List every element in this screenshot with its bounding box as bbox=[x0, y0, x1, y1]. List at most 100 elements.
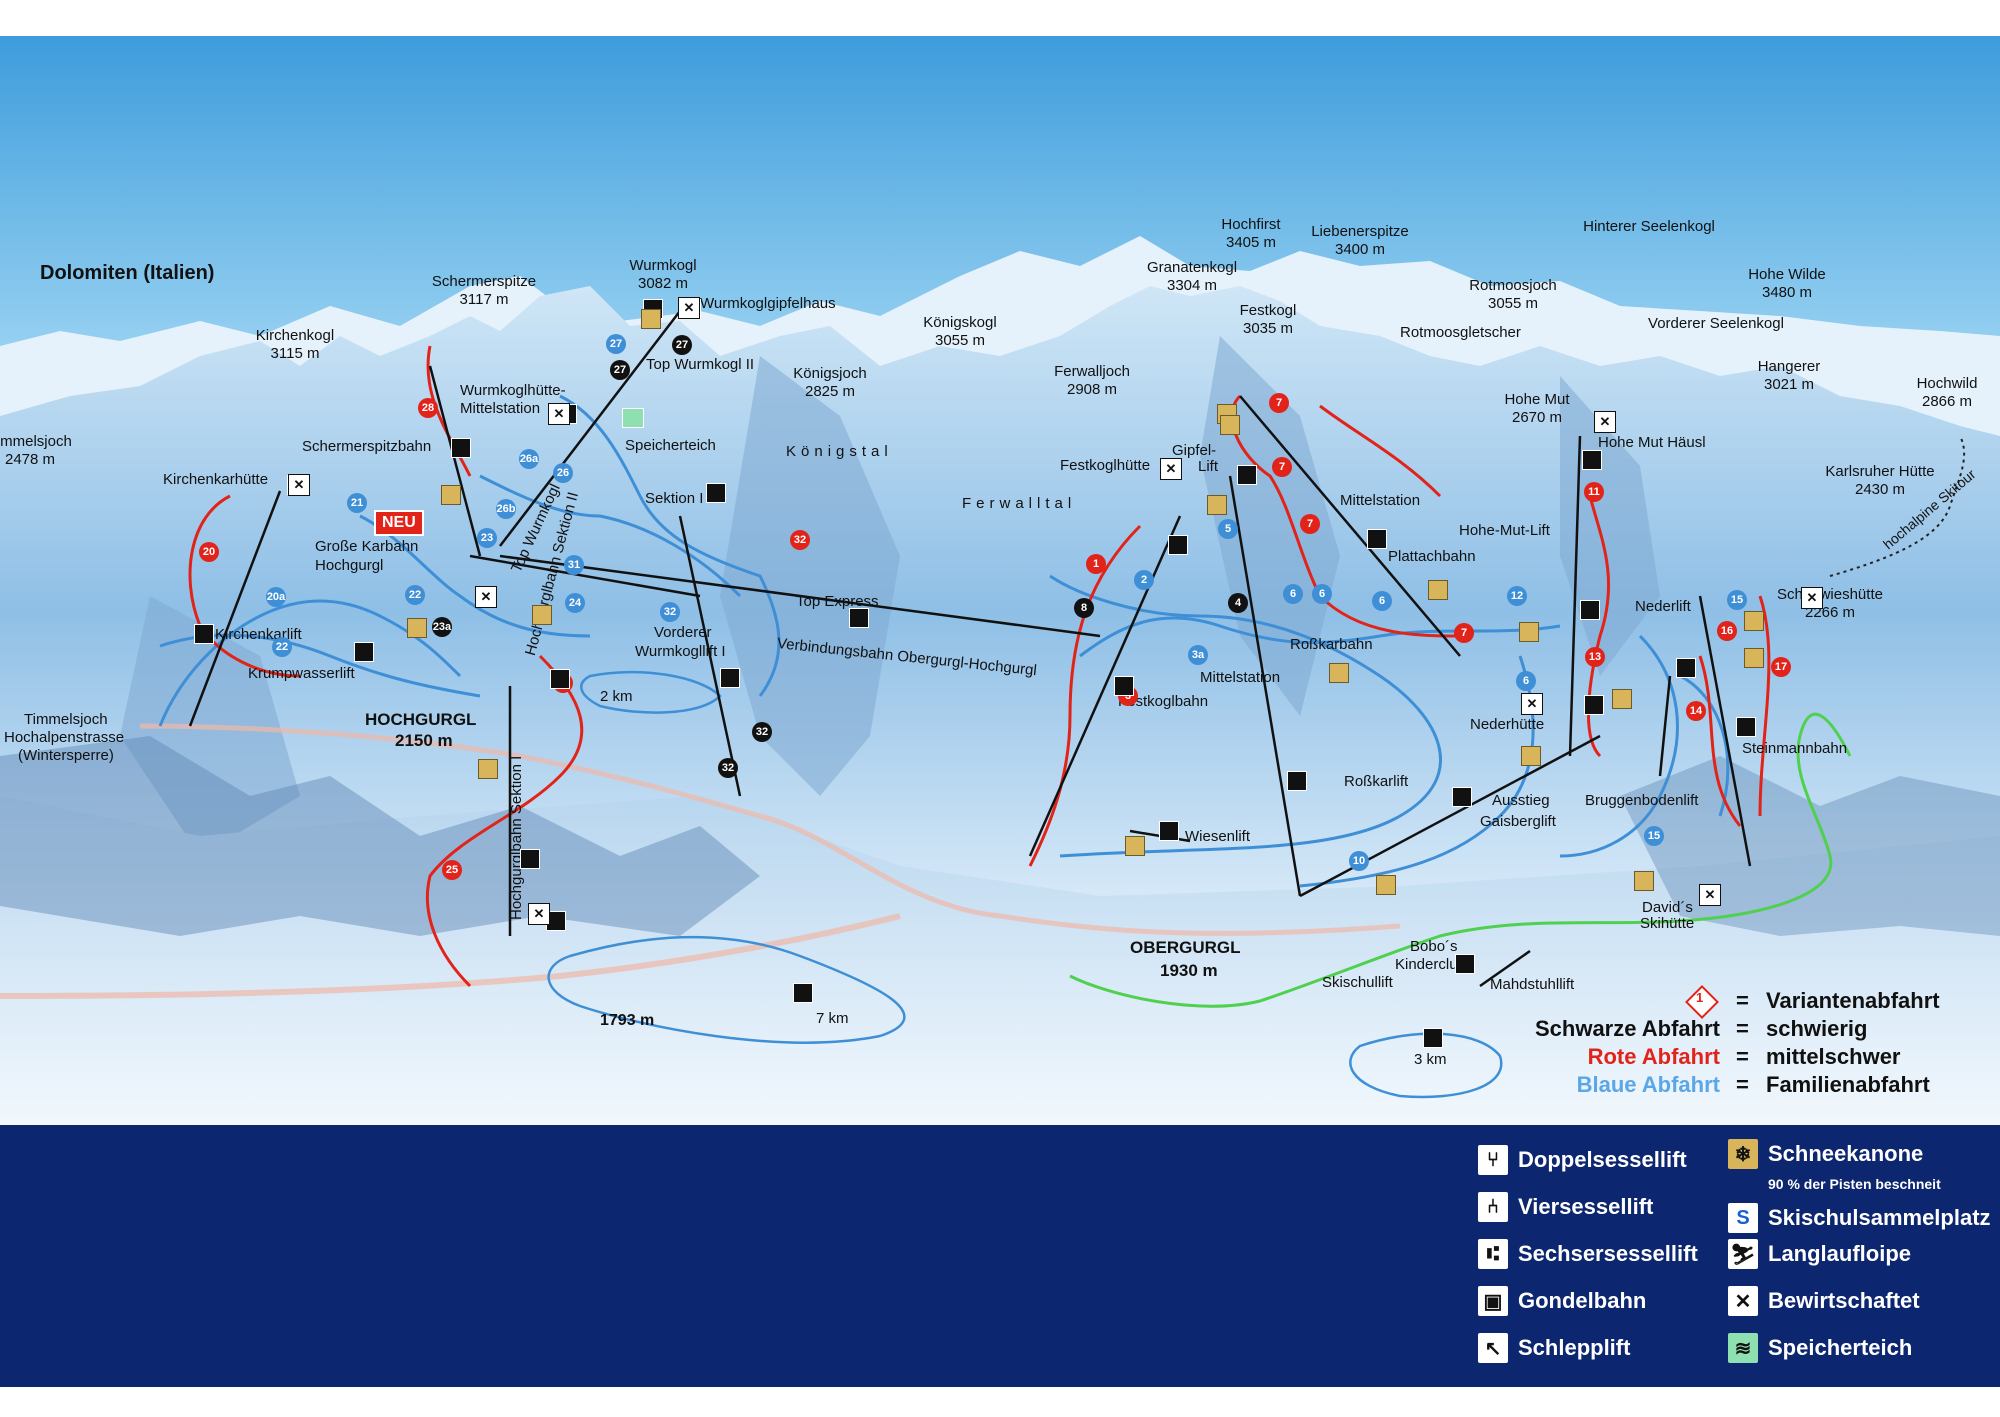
snow-cannon-icon bbox=[532, 605, 552, 625]
snow-cannon-icon bbox=[1634, 871, 1654, 891]
map-labels: Dolomiten (Italien)Timmelsjoch2478 mKirc… bbox=[0, 216, 1979, 1068]
snow-cannon-icon bbox=[1612, 689, 1632, 709]
piste-number: 13 bbox=[1585, 647, 1605, 667]
key-schnee-sub: 90 % der Pisten beschneit bbox=[1768, 1176, 1941, 1192]
peak-elevation: 2478 m bbox=[4, 451, 56, 468]
peak-elevation: 3055 m bbox=[934, 332, 986, 349]
lift-station-icon bbox=[1159, 821, 1179, 841]
peak-name: Hochfirst bbox=[1221, 216, 1281, 233]
map-label: 2 km bbox=[600, 688, 633, 705]
lift-station-icon bbox=[451, 438, 471, 458]
lift-station-icon bbox=[1736, 717, 1756, 737]
lift-station-icon bbox=[1287, 771, 1307, 791]
piste-number: 32 bbox=[752, 722, 772, 742]
blue-eq: = bbox=[1736, 1072, 1749, 1097]
black-piste-label: Schwarze Abfahrt bbox=[1534, 1016, 1720, 1041]
langlauf-loop-2km bbox=[580, 670, 722, 714]
key-doppel: ⑂Doppelsessellift bbox=[1478, 1145, 1687, 1175]
gondola-icon: ▣ bbox=[1478, 1286, 1508, 1316]
lift-label: Hohe Mut Häusl bbox=[1598, 434, 1706, 451]
restaurant-icon: ✕ bbox=[1594, 411, 1616, 433]
snow-cannon-icon bbox=[1376, 875, 1396, 895]
lift-label: Wiesenlift bbox=[1185, 828, 1251, 845]
restaurant-icon: ✕ bbox=[548, 403, 570, 425]
lift-label: Top Express bbox=[796, 593, 879, 610]
lift-label: Wurmkogllift I bbox=[635, 643, 726, 660]
road-valley bbox=[0, 913, 901, 999]
reservoir-icon bbox=[622, 408, 644, 428]
lift-station-icon bbox=[1237, 465, 1257, 485]
peak-name: Rotmoosjoch bbox=[1469, 277, 1557, 294]
piste-number: 16 bbox=[1717, 621, 1737, 641]
surface-lift-icon: ↖ bbox=[1478, 1333, 1508, 1363]
key-sechser-label: Sechsersessellift bbox=[1518, 1241, 1698, 1266]
variante-eq: = bbox=[1736, 988, 1749, 1013]
lift-station-icon bbox=[1168, 535, 1188, 555]
lift-station-icon bbox=[793, 983, 813, 1003]
peak-name: Karlsruher Hütte bbox=[1825, 463, 1935, 480]
map-label: 1793 m bbox=[600, 1012, 655, 1029]
lift-station-icon bbox=[706, 483, 726, 503]
piste-number: 31 bbox=[564, 555, 584, 575]
lift-lines bbox=[188, 310, 1752, 988]
lift-station-icon bbox=[1582, 450, 1602, 470]
langlauf-loop-7km bbox=[547, 935, 906, 1044]
restaurant-icon: ✕ bbox=[1728, 1286, 1758, 1316]
key-gondel-label: Gondelbahn bbox=[1518, 1288, 1647, 1313]
peak-name: Vorderer Seelenkogl bbox=[1648, 315, 1784, 332]
piste-number: 32 bbox=[790, 530, 810, 550]
peak-name: Kirchenkogl bbox=[255, 327, 335, 344]
peak-name: Hinterer Seelenkogl bbox=[1583, 218, 1715, 235]
double-chairlift-icon: ⑂ bbox=[1478, 1145, 1508, 1175]
piste-number: 27 bbox=[610, 360, 630, 380]
lift-station-icon bbox=[520, 849, 540, 869]
piste-number: 27 bbox=[606, 334, 626, 354]
peak-elevation: 3117 m bbox=[459, 291, 509, 308]
lift-label: Krumpwasserlift bbox=[248, 665, 355, 682]
variante-label: Variantenabfahrt bbox=[1766, 988, 1940, 1013]
key-vierer: ⑃Viersessellift bbox=[1478, 1192, 1653, 1222]
lift-station-icon bbox=[550, 669, 570, 689]
key-langlauf-label: Langlaufloipe bbox=[1768, 1241, 1911, 1266]
piste-number: 7 bbox=[1300, 514, 1320, 534]
difficulty-legend: 1 = Variantenabfahrt Schwarze Abfahrt = … bbox=[1510, 985, 1980, 1100]
ski-tour bbox=[1829, 435, 1966, 577]
snow-cannon-icon bbox=[1744, 648, 1764, 668]
piste-number: 32 bbox=[660, 602, 680, 622]
lift-station-icon bbox=[354, 642, 374, 662]
peak-name: Granatenkogl bbox=[1146, 259, 1238, 276]
key-gondel: ▣ Gondelbahn bbox=[1478, 1286, 1646, 1316]
lift-label: Hochgurgl bbox=[315, 557, 384, 574]
snow-cannon-icon bbox=[1207, 495, 1227, 515]
snow-cannon-icon bbox=[441, 485, 461, 505]
legend-panel: ⑂Doppelsessellift ⑃Viersessellift ⑆ Sechs… bbox=[0, 1125, 2000, 1387]
lift-label: David´s bbox=[1642, 899, 1693, 916]
six-chairlift-icon: ⑆ bbox=[1478, 1239, 1508, 1269]
lift-label: Festkoglbahn bbox=[1118, 693, 1209, 710]
piste-number: 26b bbox=[496, 499, 516, 519]
lift-label: Nederlift bbox=[1635, 598, 1691, 615]
piste-number: 11 bbox=[1584, 482, 1604, 502]
lift-label: Festkoglhütte bbox=[1060, 457, 1151, 474]
peak-elevation: 3021 m bbox=[1763, 376, 1815, 393]
lift-label: Skihütte bbox=[1640, 915, 1695, 932]
piste-number: 7 bbox=[1454, 623, 1474, 643]
peak-name: Schönwieshütte bbox=[1777, 586, 1883, 603]
lift-label: Mahdstuhllift bbox=[1490, 976, 1575, 993]
key-schlepp-label: Schlepplift bbox=[1518, 1335, 1631, 1360]
peak-name: Königsjoch bbox=[793, 365, 867, 382]
key-schnee: ❄Schneekanone bbox=[1728, 1139, 1923, 1169]
restaurant-icon: ✕ bbox=[1160, 458, 1182, 480]
peak-elevation: 3055 m bbox=[1487, 295, 1539, 312]
piste-number: 17 bbox=[1771, 657, 1791, 677]
key-schnee-label: Schneekanone bbox=[1768, 1141, 1924, 1166]
restaurant-icon: ✕ bbox=[288, 474, 310, 496]
lift-label: Mittelstation bbox=[1340, 492, 1421, 509]
piste-number: 23 bbox=[477, 528, 497, 548]
lift-station-icon bbox=[1114, 676, 1134, 696]
lift-station-icon bbox=[1452, 787, 1472, 807]
peak-name: Timmelsjoch bbox=[0, 433, 72, 450]
piste-number: 21 bbox=[347, 493, 367, 513]
lift-label: Schermerspitzbahn bbox=[302, 438, 432, 455]
lift-label: Skischullift bbox=[1322, 974, 1393, 991]
